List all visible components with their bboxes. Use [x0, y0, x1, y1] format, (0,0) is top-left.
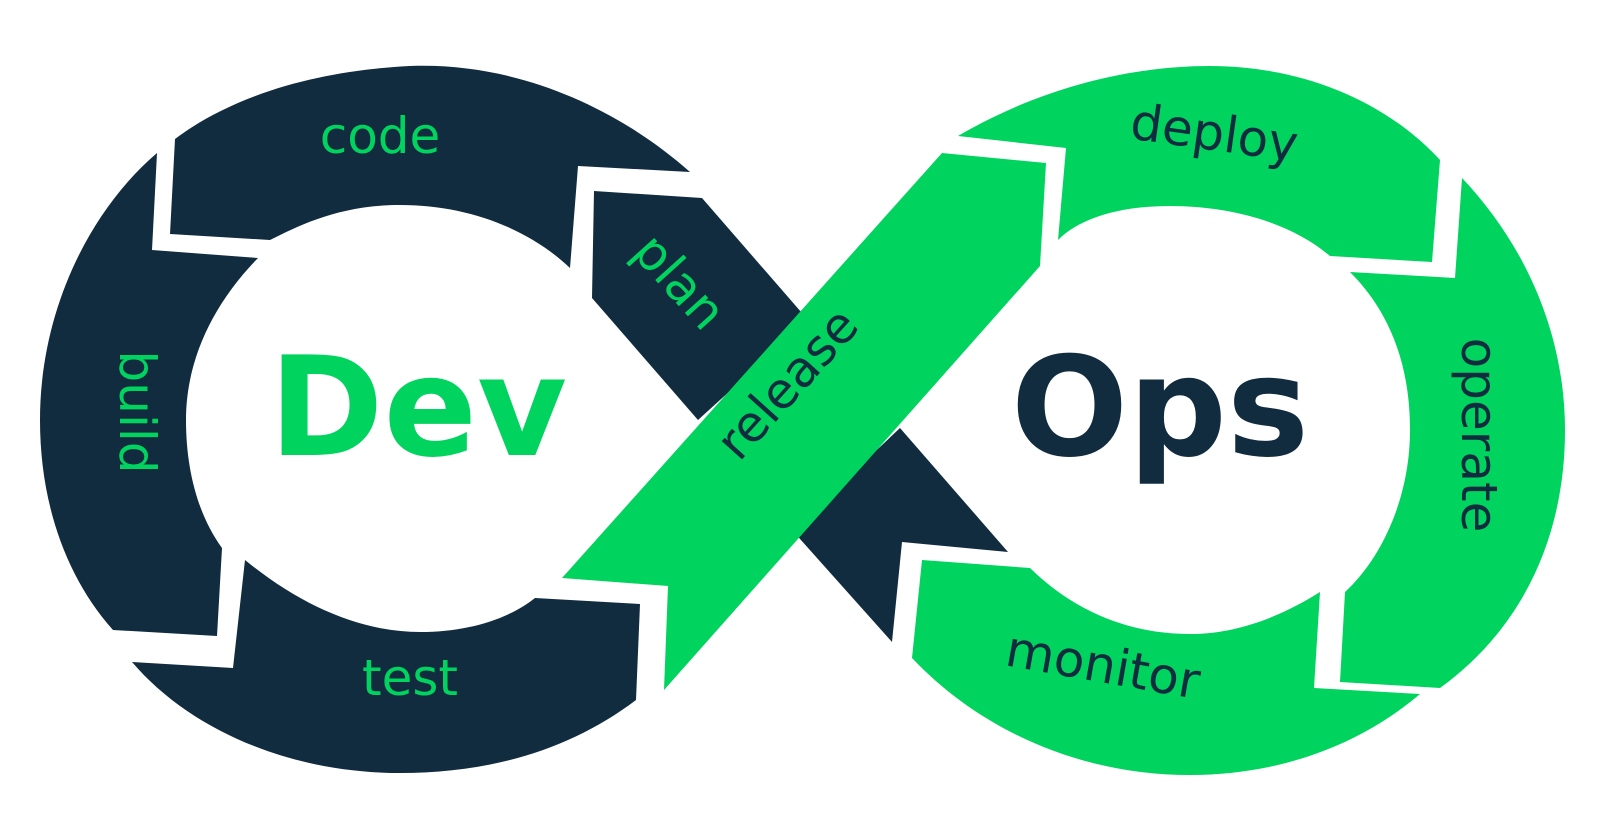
- operate-label: operate: [1450, 338, 1508, 533]
- code-segment: [170, 65, 690, 268]
- test-segment: [132, 560, 640, 773]
- code-label: code: [320, 107, 441, 165]
- dev-loop: [40, 65, 1008, 773]
- operate-segment: [1340, 178, 1565, 688]
- release-segment: [562, 153, 1046, 690]
- monitor-segment: [912, 560, 1420, 775]
- dev-title: Dev: [269, 327, 567, 488]
- build-label: build: [108, 351, 166, 474]
- test-label: test: [362, 649, 458, 707]
- ops-loop: [562, 66, 1565, 775]
- plan-segment: [592, 191, 808, 420]
- deploy-segment: [958, 66, 1440, 262]
- build-segment: [40, 153, 258, 636]
- ops-title: Ops: [1011, 327, 1309, 488]
